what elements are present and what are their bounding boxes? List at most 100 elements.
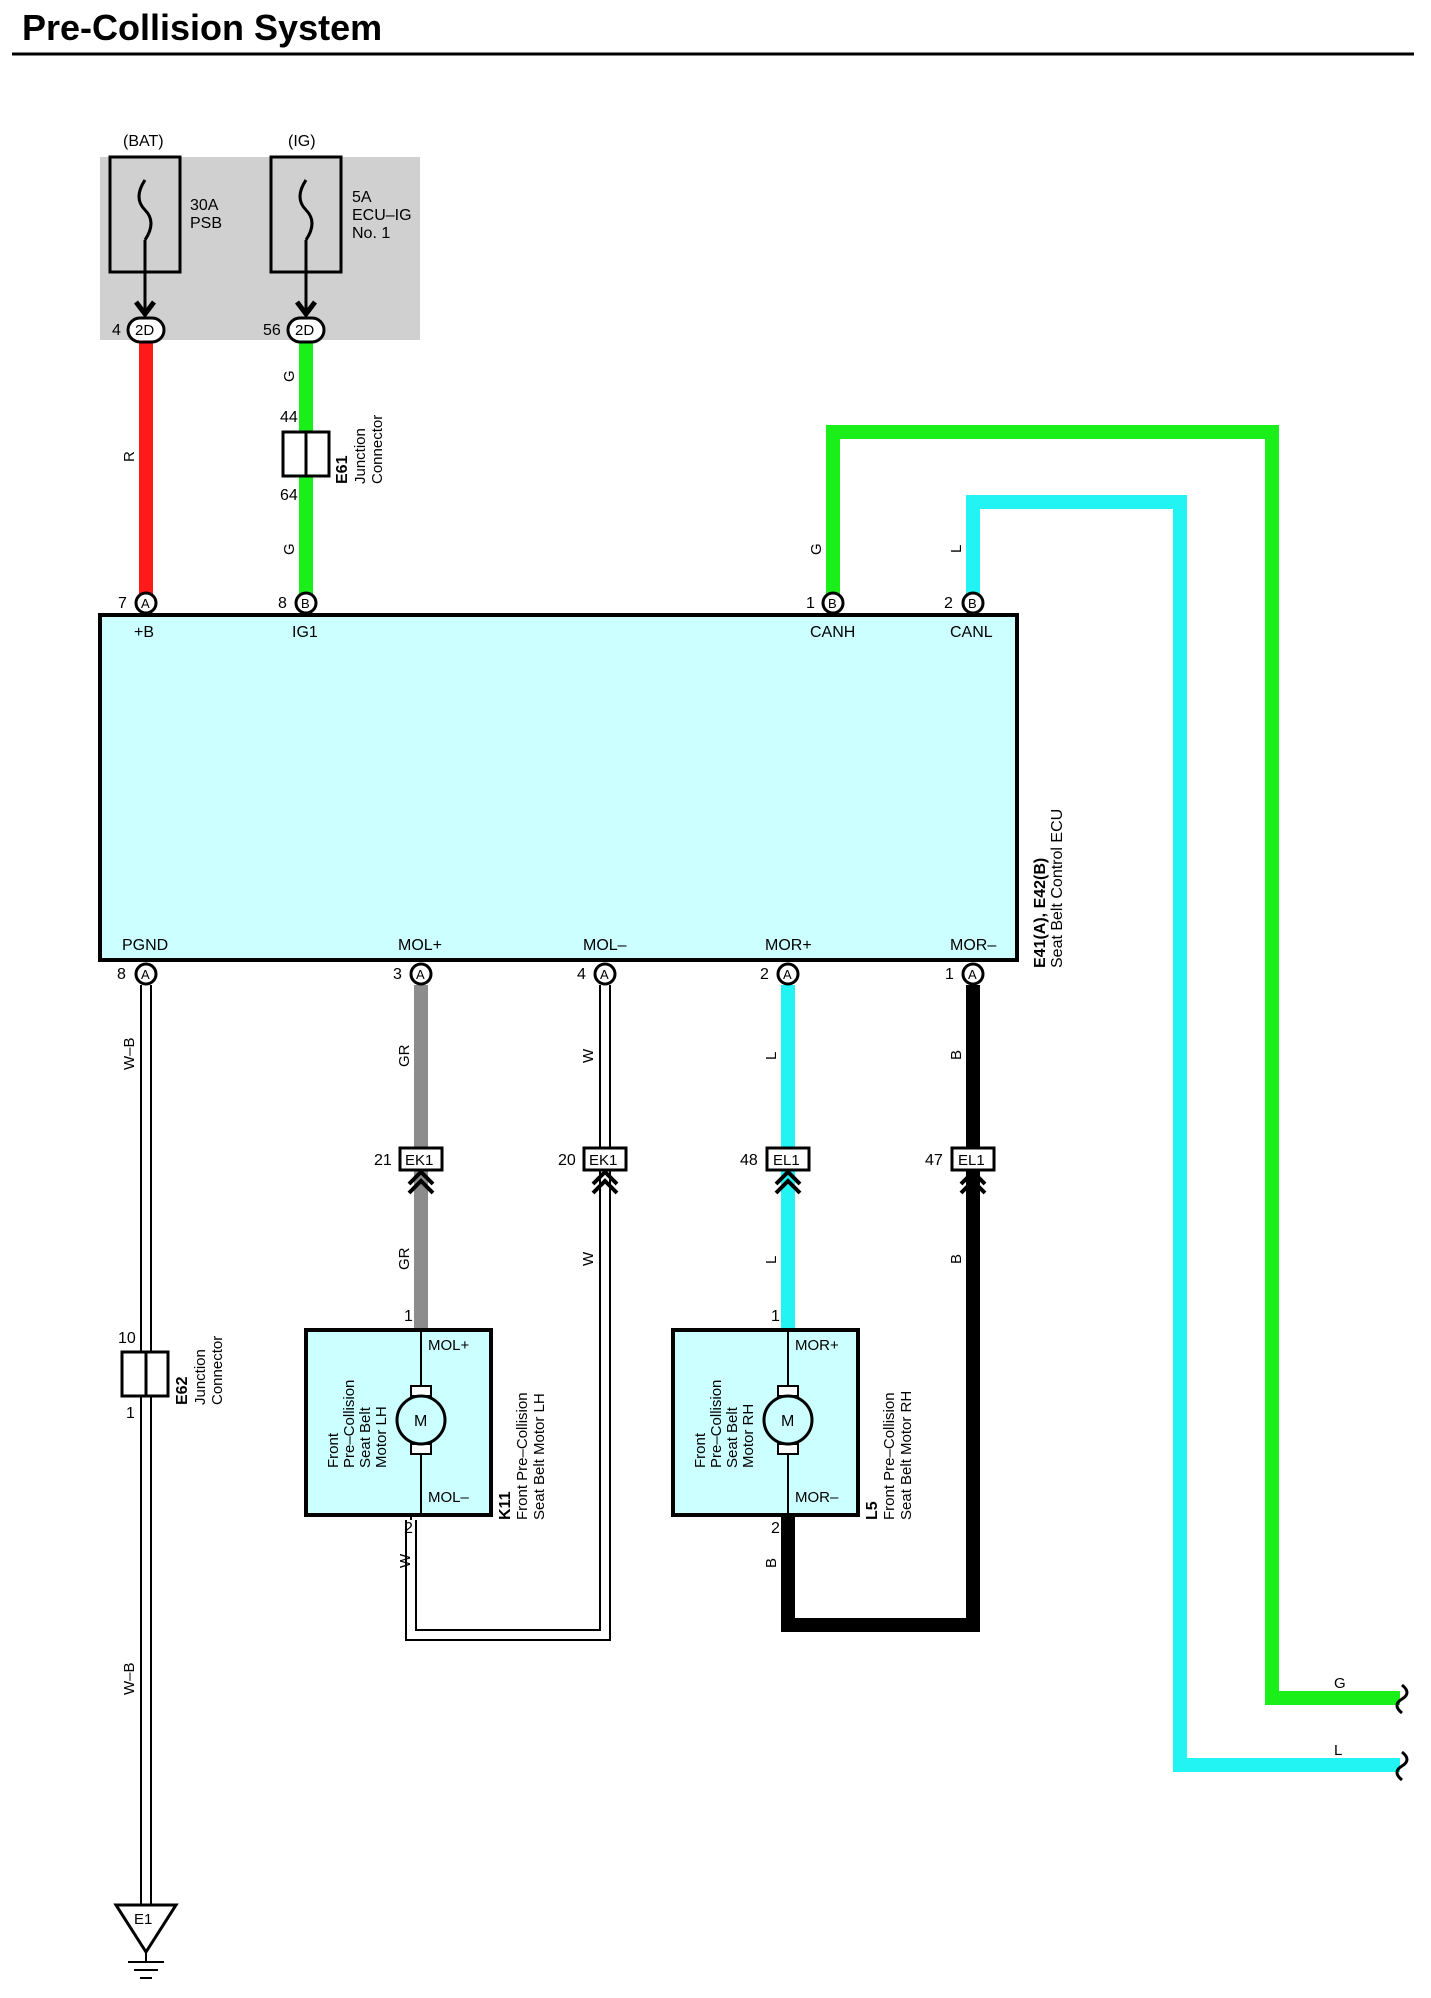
fuse-psb-icon: [137, 179, 153, 241]
ecu-pin-pgnd: PGND A 8: [117, 937, 168, 986]
inline-connector-ek1-20: EK1 20: [558, 1146, 628, 1195]
svg-text:1: 1: [404, 1308, 413, 1325]
wire-label-gr2: GR: [396, 1247, 413, 1270]
wire-label-b2: B: [948, 1254, 965, 1264]
e62-line1: Junction: [192, 1349, 209, 1405]
inline-connector-el1-47: EL1 47: [925, 1146, 996, 1195]
e61-line2: Connector: [369, 415, 386, 484]
ecu-pin-ig1: B 8 IG1: [278, 591, 318, 641]
svg-text:CANH: CANH: [810, 624, 855, 641]
motor-rh-component: M MOR+ MOR– 1 2 Front Pre–Collision Seat…: [671, 1308, 915, 1537]
wire-w-outer: [415, 985, 601, 1631]
fuse2-name1: ECU–IG: [352, 207, 412, 224]
connector-2d-1-label: 2D: [135, 322, 154, 339]
fuse2-name2: No. 1: [352, 225, 390, 242]
svg-text:MOR–: MOR–: [795, 1489, 839, 1506]
ecu-code: E41(A), E42(B): [1032, 858, 1049, 968]
svg-text:A: A: [416, 967, 425, 982]
ig-label: (IG): [288, 133, 316, 150]
svg-text:21: 21: [374, 1152, 392, 1169]
wire-label-gr1: GR: [396, 1044, 413, 1067]
ground-e1: E1: [113, 1903, 179, 1979]
e62-pin-top: 10: [118, 1330, 136, 1347]
wire-label-l2: L: [763, 1256, 780, 1264]
connector-2d-1: [126, 316, 166, 344]
motor-lh-component: M MOL+ MOL– 1 2 Front Pre–Collision Seat…: [304, 1308, 548, 1537]
connector-2d-2-pin: 56: [263, 322, 281, 339]
svg-text:Motor LH: Motor LH: [373, 1406, 390, 1468]
fuse2-amp: 5A: [352, 189, 372, 206]
e61-line1: Junction: [352, 428, 369, 484]
svg-text:Pre–Collision: Pre–Collision: [341, 1380, 358, 1468]
fuse1-amp: 30A: [190, 197, 219, 214]
wire-label-r: R: [121, 451, 138, 462]
svg-text:Front: Front: [692, 1432, 709, 1468]
svg-text:A: A: [783, 967, 792, 982]
svg-text:B: B: [968, 596, 977, 611]
svg-text:7: 7: [118, 595, 127, 612]
wire-canl-blue: [966, 495, 1400, 1772]
wire-label-g2: G: [281, 543, 298, 555]
svg-text:EK1: EK1: [589, 1152, 617, 1169]
svg-text:1: 1: [771, 1308, 780, 1325]
wire-continue-symbol-g: [1395, 1683, 1409, 1715]
e62-pin-bottom: 1: [126, 1405, 135, 1422]
svg-text:Seat Belt: Seat Belt: [357, 1406, 374, 1468]
wire-black-b: [781, 985, 980, 1632]
wire-label-w3: W: [397, 1553, 414, 1568]
svg-text:MOL–: MOL–: [428, 1489, 470, 1506]
connector-2d-2: [286, 316, 326, 344]
wire-label-wb2: W–B: [121, 1662, 138, 1695]
svg-text:EK1: EK1: [405, 1152, 433, 1169]
wire-label-wb1: W–B: [121, 1037, 138, 1070]
e61-pin-top: 44: [280, 409, 298, 426]
connector-2d-2-label: 2D: [295, 322, 314, 339]
svg-text:2: 2: [771, 1520, 780, 1537]
svg-text:Front Pre–Collision: Front Pre–Collision: [514, 1392, 531, 1520]
fuse-ecu-ig-icon: [298, 179, 314, 241]
wire-label-canh: G: [808, 543, 825, 555]
svg-text:MOL+: MOL+: [398, 937, 442, 954]
e62-code: E62: [174, 1376, 191, 1405]
wire-continue-symbol-l: [1395, 1750, 1409, 1782]
motor-icon: [395, 1394, 447, 1446]
svg-text:1: 1: [945, 966, 954, 983]
fuse-box: [100, 157, 420, 340]
svg-text:4: 4: [577, 966, 586, 983]
svg-text:Motor RH: Motor RH: [740, 1404, 757, 1468]
svg-text:2: 2: [760, 966, 769, 983]
ecu-pin-mor-plus: MOR+ A 2: [760, 937, 812, 986]
svg-text:M: M: [781, 1413, 794, 1430]
svg-text:B: B: [301, 596, 310, 611]
svg-text:B: B: [828, 596, 837, 611]
wire-label-b3: B: [763, 1558, 780, 1568]
svg-text:A: A: [600, 967, 609, 982]
ecu-pin-canl: B 2 CANL: [944, 591, 993, 641]
ecu-pin-canh: B 1 CANH: [806, 591, 855, 641]
svg-text:8: 8: [278, 595, 287, 612]
svg-text:Seat Belt Motor RH: Seat Belt Motor RH: [898, 1391, 915, 1520]
motor-icon: [762, 1394, 814, 1446]
svg-text:K11: K11: [497, 1491, 514, 1520]
wire-w-inner: [405, 985, 611, 1641]
wire-label-w2: W: [580, 1251, 597, 1266]
ecu-name: Seat Belt Control ECU: [1049, 809, 1066, 968]
arrow-down-icon: [134, 300, 156, 319]
e62-line2: Connector: [209, 1336, 226, 1405]
svg-text:47: 47: [925, 1152, 943, 1169]
wire-label-w1: W: [580, 1048, 597, 1063]
svg-text:CANL: CANL: [950, 624, 993, 641]
svg-text:L5: L5: [864, 1501, 881, 1520]
svg-text:8: 8: [117, 966, 126, 983]
ecu-pin-mol-minus: MOL– A 4: [577, 937, 627, 986]
e61-pin-bottom: 64: [280, 487, 298, 504]
svg-text:EL1: EL1: [773, 1152, 800, 1169]
svg-text:A: A: [141, 596, 150, 611]
wire-label-l-out: L: [1334, 1742, 1342, 1759]
svg-text:MOR+: MOR+: [795, 1337, 839, 1354]
svg-text:IG1: IG1: [292, 624, 318, 641]
svg-text:MOR–: MOR–: [950, 937, 996, 954]
svg-text:M: M: [414, 1413, 427, 1430]
wire-label-l1: L: [763, 1052, 780, 1060]
